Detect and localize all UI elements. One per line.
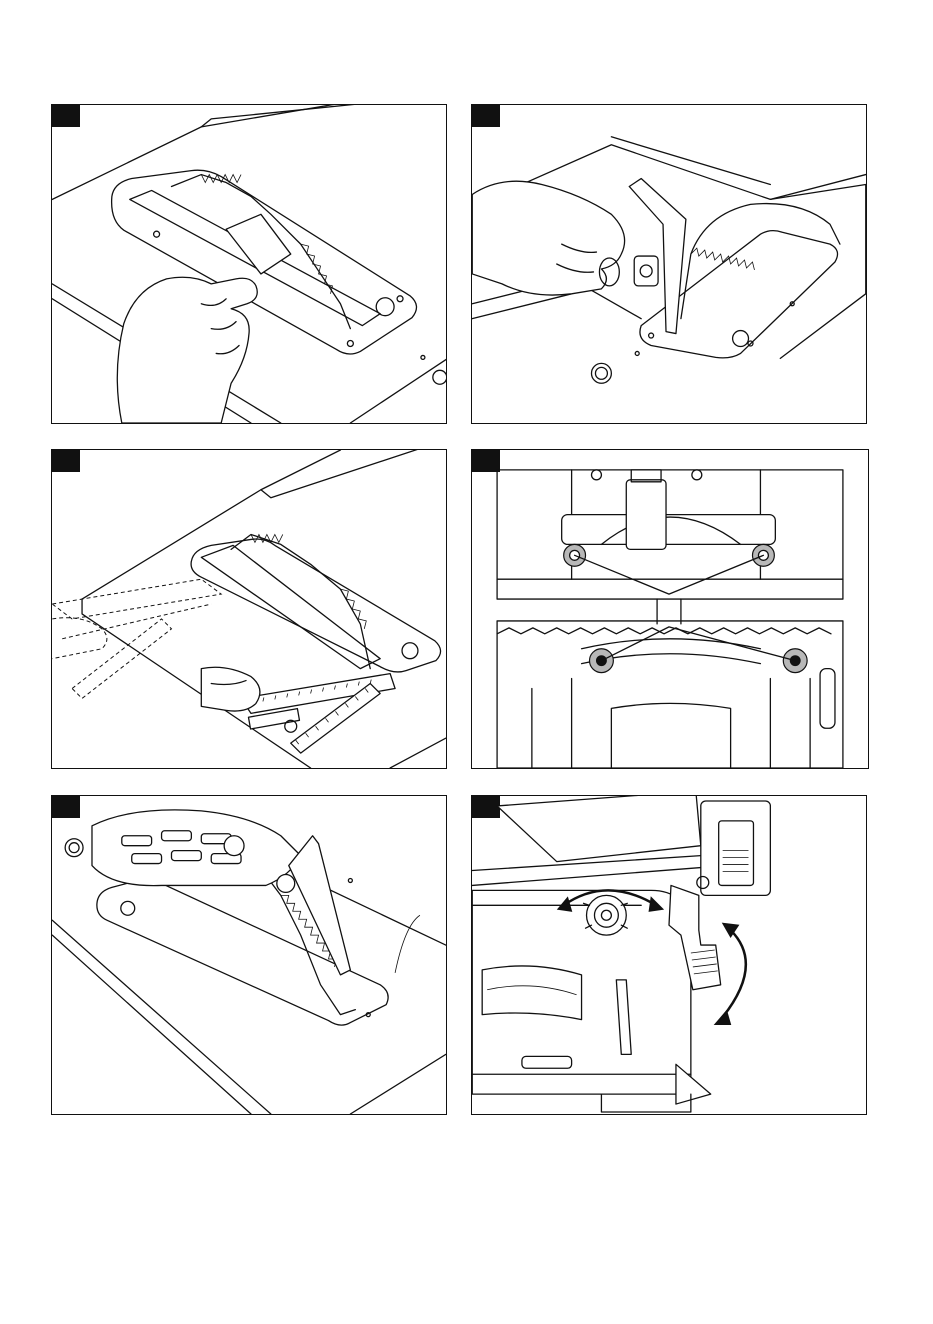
figure-5-panel (51, 795, 447, 1115)
square-alignment-illustration (52, 450, 446, 768)
bevel-lock-illustration (472, 796, 866, 1114)
figure-3-panel (51, 449, 447, 769)
blade-wrench-illustration (52, 105, 446, 423)
figure-1-panel (51, 104, 447, 424)
blade-guard-illustration (52, 796, 446, 1114)
figure-6-panel (471, 795, 867, 1115)
trunnion-screws-illustration (472, 450, 868, 768)
figure-4-panel (471, 449, 869, 769)
figure-2-panel (471, 104, 867, 424)
riving-knife-illustration (472, 105, 866, 423)
